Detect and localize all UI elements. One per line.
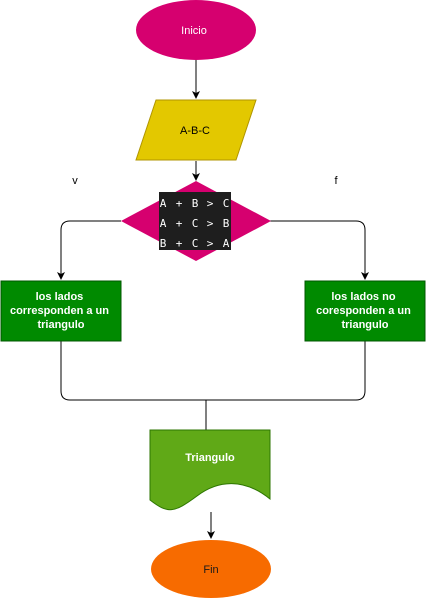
condition-token: B <box>192 197 199 210</box>
end-node[interactable]: Fin <box>151 540 271 598</box>
process-true-line: corresponden a un <box>10 305 109 317</box>
process-false-box <box>304 280 426 342</box>
output-node[interactable]: Triangulo <box>149 429 271 511</box>
process-true-line: triangulo <box>37 319 84 331</box>
condition-token: B <box>160 237 167 250</box>
start-node[interactable]: Inicio <box>136 0 256 60</box>
condition-token: C <box>192 217 199 230</box>
condition-token: A <box>160 217 167 230</box>
output-label: Triangulo <box>185 452 235 464</box>
connector-merge-right <box>206 341 366 401</box>
condition-token: > <box>207 217 214 230</box>
decision-node[interactable]: A + B > C A + C > B B + C > A <box>121 181 271 261</box>
end-label: Fin <box>203 564 218 576</box>
process-true-line: los lados <box>36 291 84 303</box>
condition-token: + <box>176 237 183 250</box>
condition-token: A <box>160 197 167 210</box>
svg-text:los lados corresponden a: los lados corresponden a un triangulo <box>10 291 112 331</box>
condition-token: C <box>223 197 230 210</box>
true-branch-label: v <box>72 175 78 187</box>
connectors <box>57 60 369 539</box>
process-false-line: coresponden a un <box>316 305 411 317</box>
start-label: Inicio <box>181 25 207 37</box>
svg-text:los lados no coresponden: los lados no coresponden a un triangulo <box>316 291 414 331</box>
process-true-node[interactable]: los lados corresponden a un triangulo <box>0 280 122 342</box>
condition-token: A <box>223 237 230 250</box>
condition-token: B <box>223 217 230 230</box>
process-false-line: los lados no <box>331 291 395 303</box>
process-false-line: triangulo <box>341 319 388 331</box>
false-branch-label: f <box>334 175 338 187</box>
connector-merge-left <box>60 341 206 401</box>
input-label: A-B-C <box>180 125 210 137</box>
input-parallelogram <box>135 99 257 161</box>
process-false-node[interactable]: los lados no coresponden a un triangulo <box>304 280 426 342</box>
start-ellipse <box>136 0 256 60</box>
condition-token: + <box>176 197 183 210</box>
condition-token: + <box>176 217 183 230</box>
connector-decision-false <box>270 220 369 280</box>
condition-box <box>159 192 231 250</box>
condition-token: > <box>207 237 214 250</box>
connector-decision-true <box>57 220 121 280</box>
input-node[interactable]: A-B-C <box>135 99 257 161</box>
output-document-shape <box>149 429 271 511</box>
condition-token: > <box>207 197 214 210</box>
end-ellipse <box>151 540 271 598</box>
process-true-box <box>0 280 122 342</box>
condition-token: C <box>192 237 199 250</box>
condition-rows: A + B > C A + C > B B + C > A <box>160 197 230 250</box>
